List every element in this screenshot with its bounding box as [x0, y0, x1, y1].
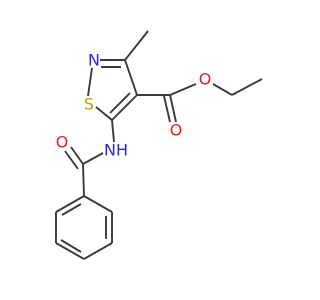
- bond-nh-carbonyl: [82, 152, 104, 165]
- atom-label-o-amide: O: [56, 133, 69, 152]
- bond-c5-nh: [111, 119, 115, 143]
- bond-ph-1-2: [83, 195, 113, 213]
- bond-c3-c4: [124, 59, 138, 96]
- bond-c4-c5-double: [111, 94, 138, 121]
- bond-ph-inner-c: [61, 203, 82, 216]
- atom-label-o-ether-ester: O: [199, 70, 212, 89]
- bond-c4-c5-double-inner: [109, 92, 131, 114]
- atom-label-n-ring: N: [88, 51, 100, 70]
- atom-label-s-ring: S: [84, 95, 94, 114]
- bond-c5-s: [95, 106, 113, 121]
- molecule-structure-diagram: N S O O O NH: [55, 30, 263, 260]
- benzene-ring-bonds: [55, 195, 113, 260]
- bond-ch2-ch3: [231, 78, 263, 96]
- bond-o-ch2: [212, 83, 233, 96]
- bond-carbonyl-o-amide-double-inner: [64, 150, 79, 170]
- isothiazole-ring-bonds: [87, 59, 138, 121]
- bond-s-n: [87, 67, 93, 97]
- amide-bonds: [64, 119, 115, 197]
- bond-ph-4-5: [55, 242, 85, 260]
- bond-c3-methyl: [124, 30, 149, 61]
- bond-ph-inner-b: [60, 239, 82, 253]
- bond-carbonyl-o-amide-double: [70, 146, 84, 165]
- bond-ph-3-4: [83, 242, 113, 260]
- bond-carbonyl-o-double: [169, 94, 177, 123]
- bond-ph-6-1: [55, 195, 85, 213]
- atom-label-o-carbonyl-ester: O: [170, 121, 183, 140]
- bond-carbonyl-o-ether: [169, 83, 197, 96]
- bond-carbonyl-phenyl: [82, 163, 85, 197]
- bond-carbonyl-o-double-inner: [163, 95, 171, 123]
- ethyl-ester-bonds: [137, 78, 263, 123]
- atom-label-nh-amide: NH: [104, 141, 128, 160]
